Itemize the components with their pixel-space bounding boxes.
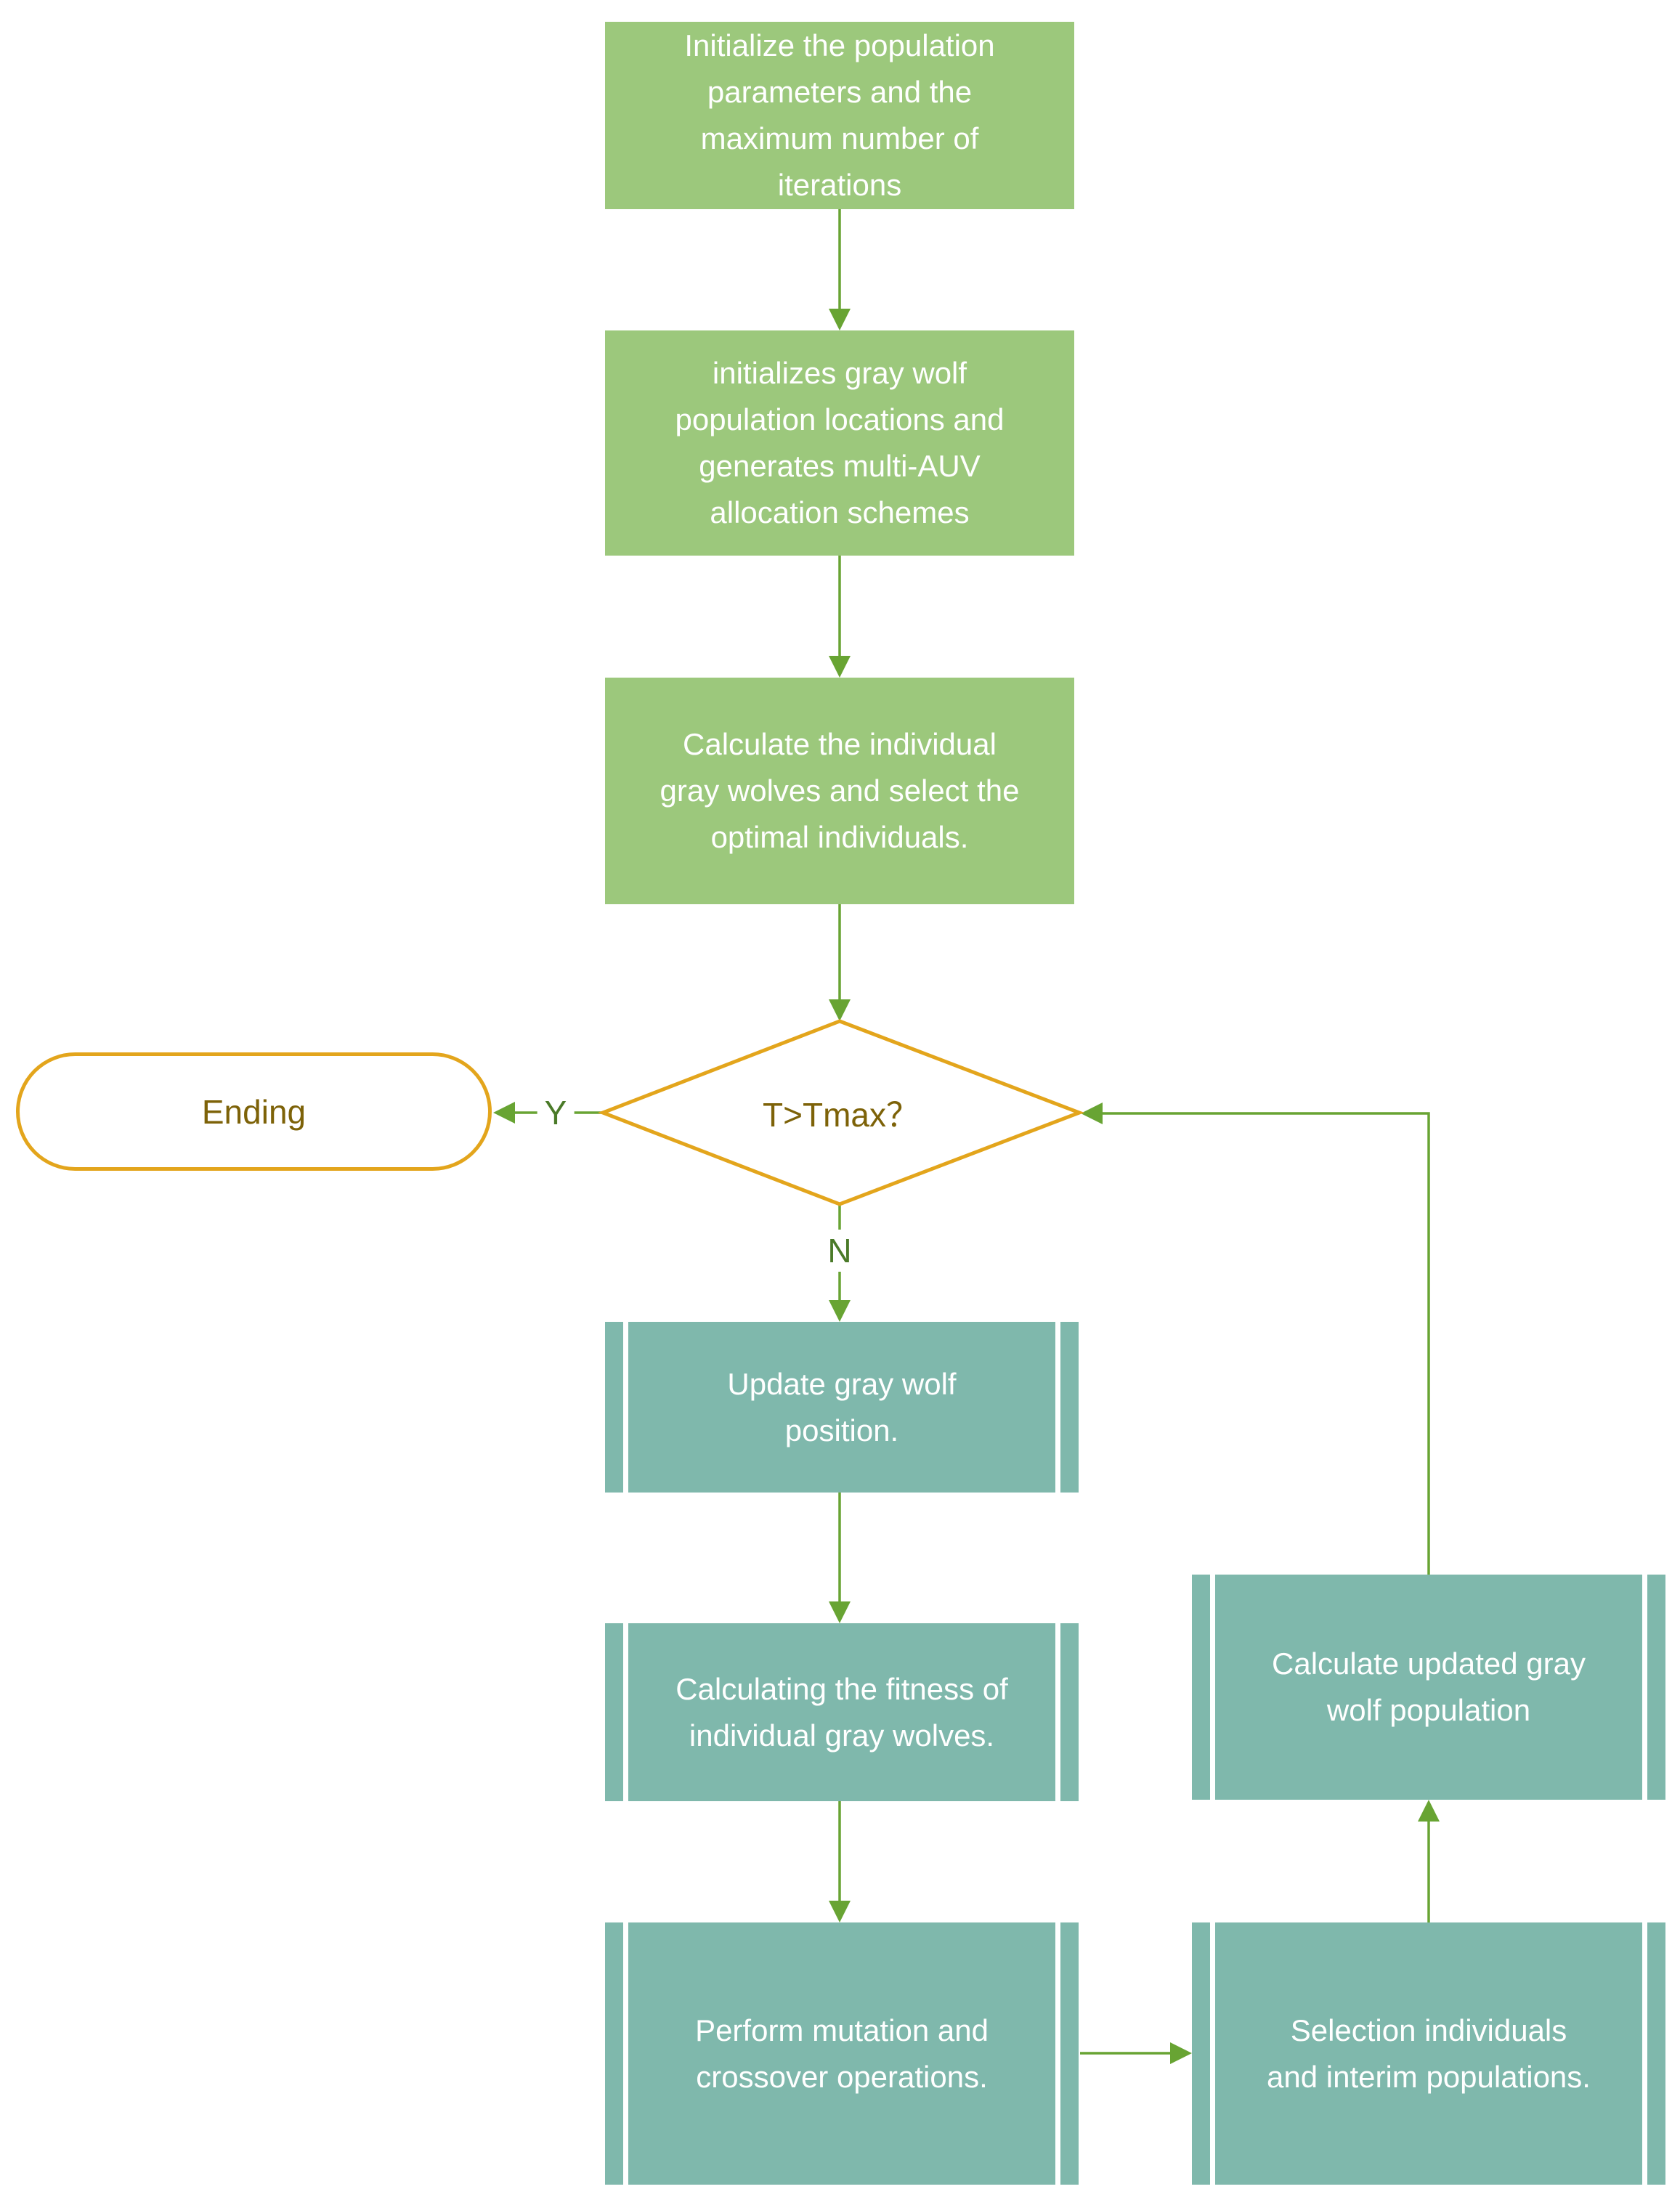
arrowhead-down-icon	[829, 1901, 851, 1922]
arrowhead-down-icon	[829, 309, 851, 330]
arrowhead-down-icon	[829, 656, 851, 678]
node-selection-individuals: Selection individuals and interim popula…	[1192, 1922, 1665, 2185]
arrowhead-left-icon	[493, 1102, 515, 1124]
node-label: Calculating the fitness of individual gr…	[675, 1671, 1008, 1753]
node-calculate-fitness: Calculating the fitness of individual gr…	[605, 1623, 1079, 1801]
node-label: Selection individuals and interim popula…	[1267, 2013, 1591, 2094]
arrowhead-down-icon	[829, 1300, 851, 1322]
node-mutation-crossover: Perform mutation and crossover operation…	[605, 1922, 1079, 2185]
node-label: Update gray wolf position.	[727, 1366, 957, 1447]
ending-label: Ending	[201, 1092, 307, 1131]
node-initialize-parameters: Initialize the population parameters and…	[605, 22, 1074, 209]
arrowhead-up-icon	[1418, 1800, 1440, 1822]
connector-calcupdated-to-decision	[1103, 1112, 1430, 1575]
decision-label: T>Tmax？	[763, 1096, 920, 1134]
node-label: Initialize the population parameters and…	[684, 28, 995, 202]
edge-label-yes: Y	[537, 1092, 575, 1134]
node-initialize-wolf-population: initializes gray wolf population locatio…	[605, 330, 1074, 556]
node-update-wolf-position: Update gray wolf position.	[605, 1322, 1079, 1493]
node-label: Calculate the individual gray wolves and…	[660, 727, 1020, 854]
arrowhead-down-icon	[829, 1601, 851, 1623]
node-calculate-updated-population: Calculate updated gray wolf population	[1192, 1575, 1665, 1800]
node-label: initializes gray wolf population locatio…	[675, 356, 1005, 529]
arrowhead-right-icon	[1170, 2042, 1192, 2064]
decision-node: T>Tmax？	[603, 1021, 1079, 1204]
arrowhead-down-icon	[829, 999, 851, 1021]
node-calculate-individuals: Calculate the individual gray wolves and…	[605, 678, 1074, 904]
node-label: Perform mutation and crossover operation…	[695, 2013, 989, 2094]
edge-label-no: N	[820, 1230, 859, 1272]
node-ending: Ending	[16, 1052, 492, 1171]
arrowhead-left-icon	[1081, 1102, 1103, 1124]
node-label: Calculate updated gray wolf population	[1272, 1646, 1586, 1727]
